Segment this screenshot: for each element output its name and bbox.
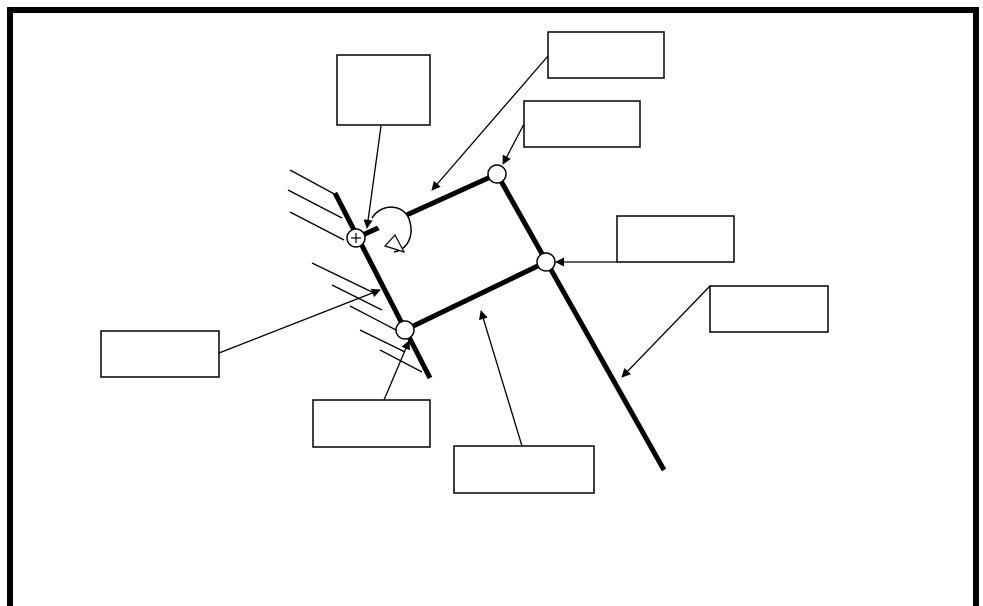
motor-icon bbox=[346, 228, 366, 248]
follower-link bbox=[403, 259, 548, 333]
leader-right-link bbox=[621, 285, 711, 378]
leader-bottom-left bbox=[383, 340, 410, 401]
label-right-joint bbox=[616, 215, 735, 263]
leader-lines bbox=[218, 55, 711, 447]
label-bottom-middle bbox=[453, 445, 595, 494]
ground-link bbox=[332, 191, 433, 380]
label-left bbox=[100, 330, 220, 378]
label-top-left bbox=[336, 54, 431, 126]
right-joint-icon bbox=[536, 252, 556, 272]
ground-hatching bbox=[287, 169, 423, 373]
label-right-link bbox=[709, 285, 829, 333]
crank-link bbox=[354, 171, 499, 241]
coupler-link bbox=[494, 172, 667, 472]
rotation-arrow-icon bbox=[371, 206, 412, 253]
leader-left bbox=[218, 288, 381, 354]
upper-joint-icon bbox=[487, 164, 507, 184]
label-top-middle bbox=[547, 31, 665, 79]
leader-top-middle bbox=[431, 55, 549, 191]
frame-border bbox=[7, 7, 979, 606]
rotation-arrowhead bbox=[383, 233, 406, 254]
lower-joint-icon bbox=[395, 320, 415, 340]
leader-top-left bbox=[363, 125, 382, 229]
label-bottom-left bbox=[312, 399, 431, 448]
leader-bottom-middle bbox=[479, 310, 523, 447]
leader-upper-joint bbox=[502, 123, 525, 165]
label-upper-joint bbox=[523, 100, 641, 148]
